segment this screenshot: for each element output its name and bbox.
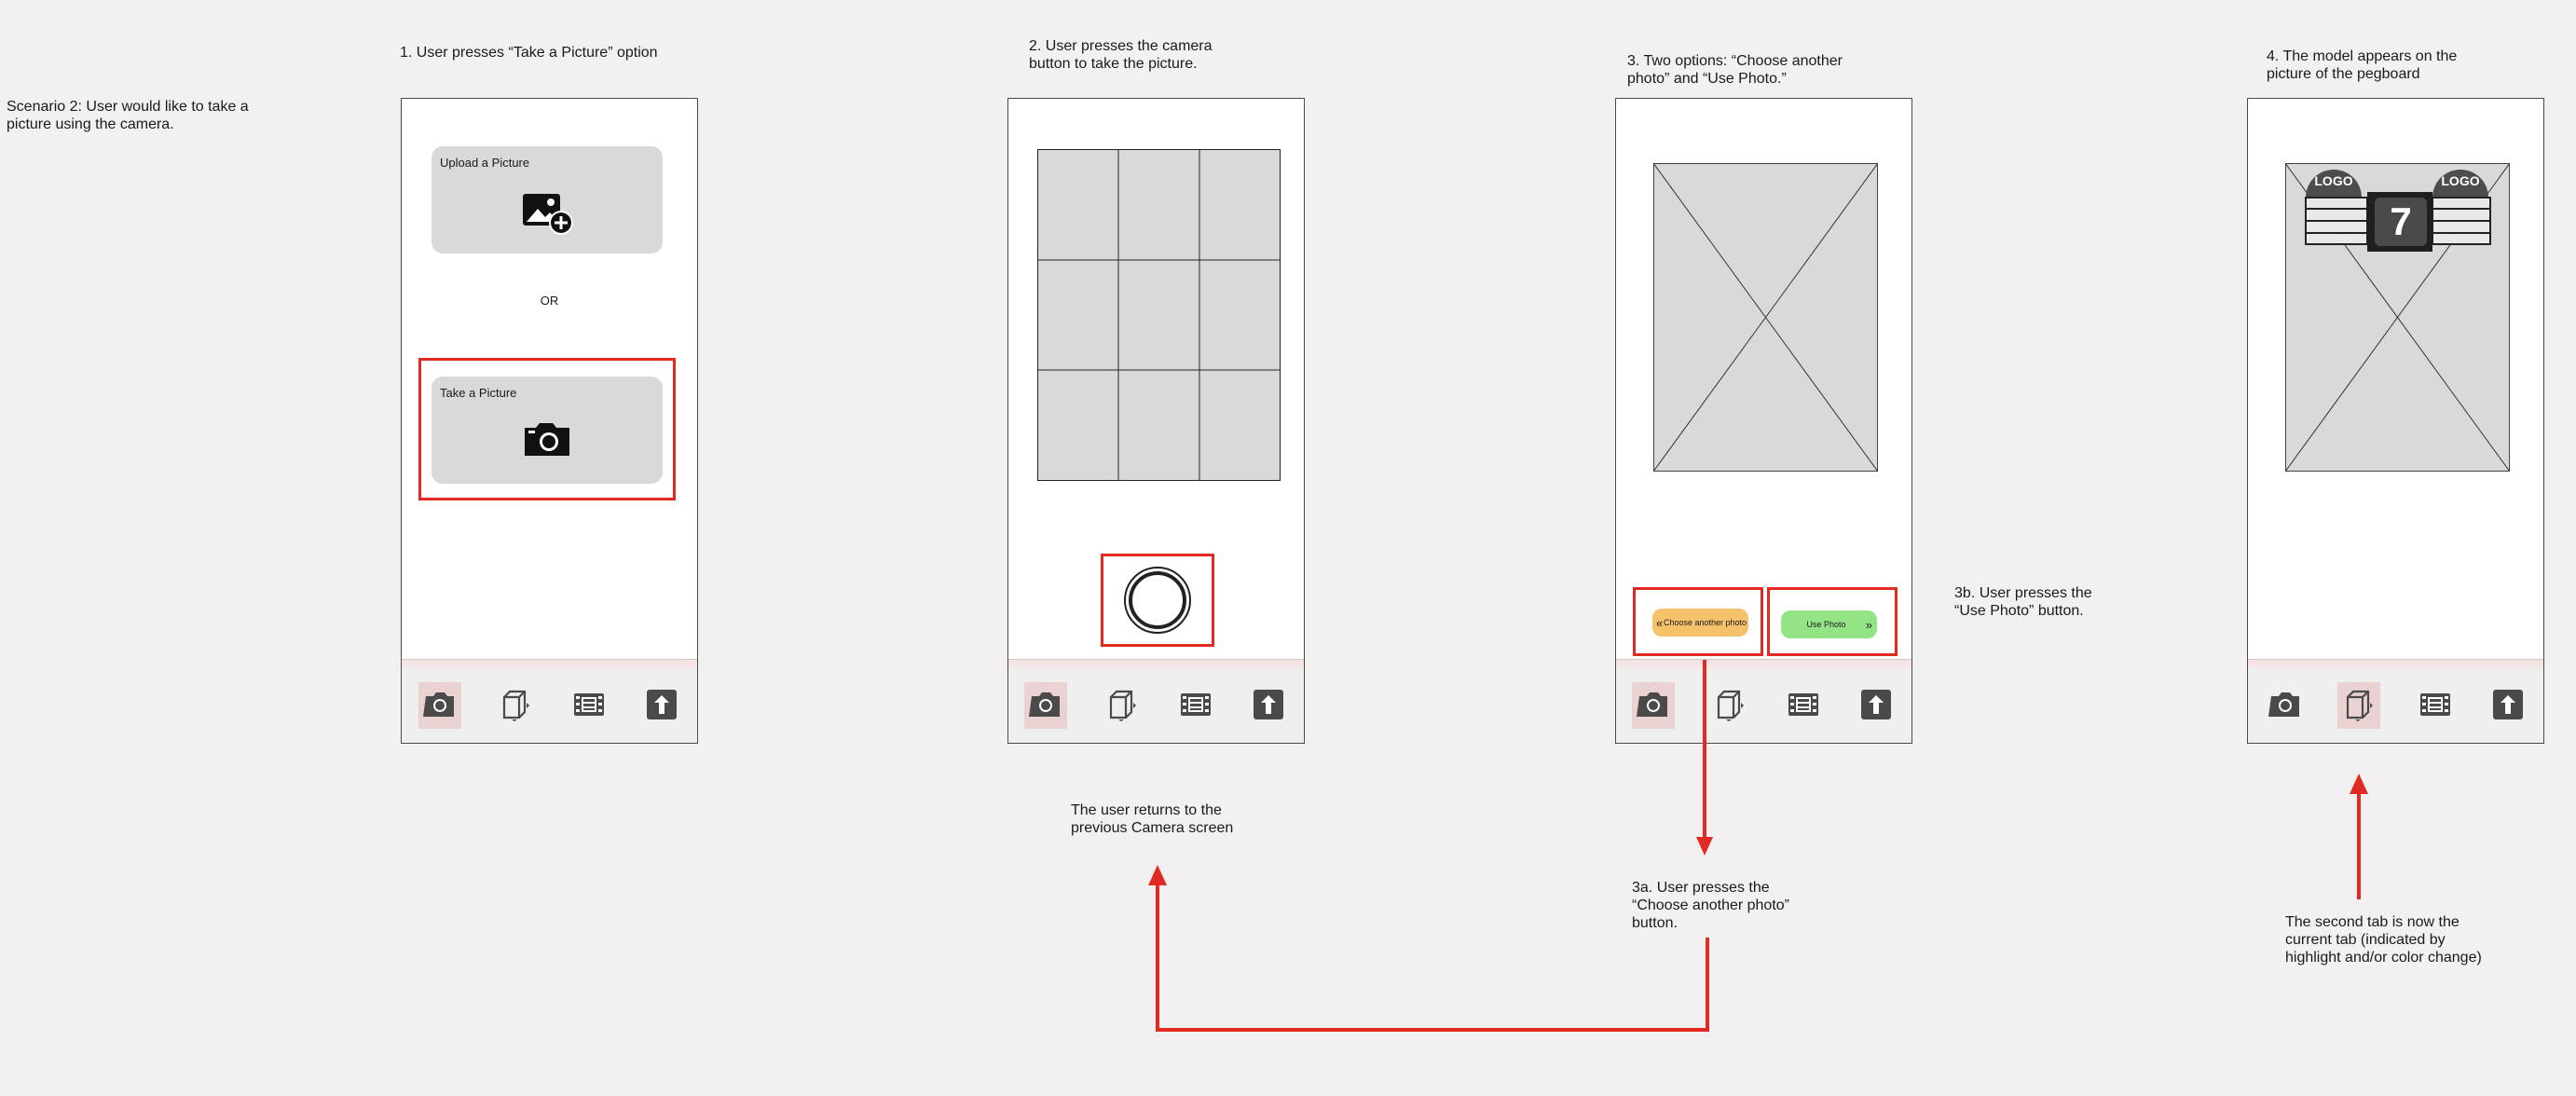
tab-bar: [402, 659, 697, 743]
add-image-icon: [523, 194, 573, 235]
choose-another-highlight: [1633, 587, 1763, 656]
step-4-title: 4. The model appears on the picture of t…: [2267, 48, 2458, 82]
upload-picture-card[interactable]: Upload a Picture: [432, 146, 663, 253]
shutter-button[interactable]: [1124, 564, 1191, 637]
photo-placeholder: [1653, 163, 1878, 472]
shutter-highlight: [1101, 554, 1214, 647]
choose-another-photo-button[interactable]: « Choose another photo: [1652, 609, 1748, 637]
screen-4: LOGO LOGO 7: [2247, 98, 2544, 744]
scenario-title: Scenario 2: User would like to take a pi…: [7, 99, 249, 132]
model-number: 7: [2390, 199, 2412, 243]
arrow-return-head: [1148, 865, 1167, 885]
tab-model[interactable]: [2337, 682, 2380, 729]
step-2-title: 2. User presses the camera button to tak…: [1029, 38, 1213, 72]
logo-right-label: LOGO: [2441, 173, 2480, 188]
use-photo-label: Use Photo: [1806, 620, 1846, 629]
tab-bar: [2248, 659, 2543, 743]
arrow-choose-down: [1696, 660, 1713, 856]
take-picture-card[interactable]: Take a Picture: [432, 377, 663, 484]
tab-bar-stripe: [1008, 660, 1304, 667]
or-divider-label: OR: [540, 294, 559, 308]
tab-bar-stripe: [2248, 660, 2543, 667]
note-3a: 3a. User presses the “Choose another pho…: [1632, 880, 1789, 931]
screen-2: [1007, 98, 1305, 744]
camera-icon: [525, 423, 569, 456]
camera-viewfinder-grid: [1037, 149, 1281, 481]
screen-1: Upload a Picture OR Take a Picture: [401, 98, 698, 744]
tab-camera[interactable]: [1632, 682, 1675, 729]
take-picture-label: Take a Picture: [440, 386, 517, 400]
arrow-return-loop: [1156, 884, 1709, 1032]
tab-camera[interactable]: [1024, 682, 1067, 729]
double-chevron-left-icon: «: [1656, 615, 1664, 630]
note-second-tab: The second tab is now the current tab (i…: [2285, 914, 2482, 966]
tab-bar: [1616, 659, 1911, 743]
use-photo-button[interactable]: Use Photo »: [1781, 610, 1877, 638]
tab-bar: [1008, 659, 1304, 743]
use-photo-highlight: [1767, 587, 1898, 656]
note-return: The user returns to the previous Camera …: [1071, 802, 1234, 836]
logo-left-label: LOGO: [2314, 173, 2353, 188]
double-chevron-right-icon: »: [1865, 617, 1872, 632]
screen-3: « Choose another photo Use Photo »: [1615, 98, 1912, 744]
tab-bar-stripe: [402, 660, 697, 667]
note-3b: 3b. User presses the “Use Photo” button.: [1954, 585, 2092, 619]
tab-camera[interactable]: [418, 682, 461, 729]
choose-another-photo-label: Choose another photo: [1663, 618, 1747, 627]
arrow-second-tab-head: [2350, 774, 2368, 794]
pegboard-model: [2305, 170, 2491, 252]
step-3-title: 3. Two options: “Choose another photo” a…: [1627, 53, 1843, 87]
tab-bar-stripe: [1616, 660, 1911, 667]
step-1-title: 1. User presses “Take a Picture” option: [400, 45, 658, 61]
take-picture-highlight: [418, 358, 676, 500]
upload-picture-label: Upload a Picture: [440, 156, 530, 170]
